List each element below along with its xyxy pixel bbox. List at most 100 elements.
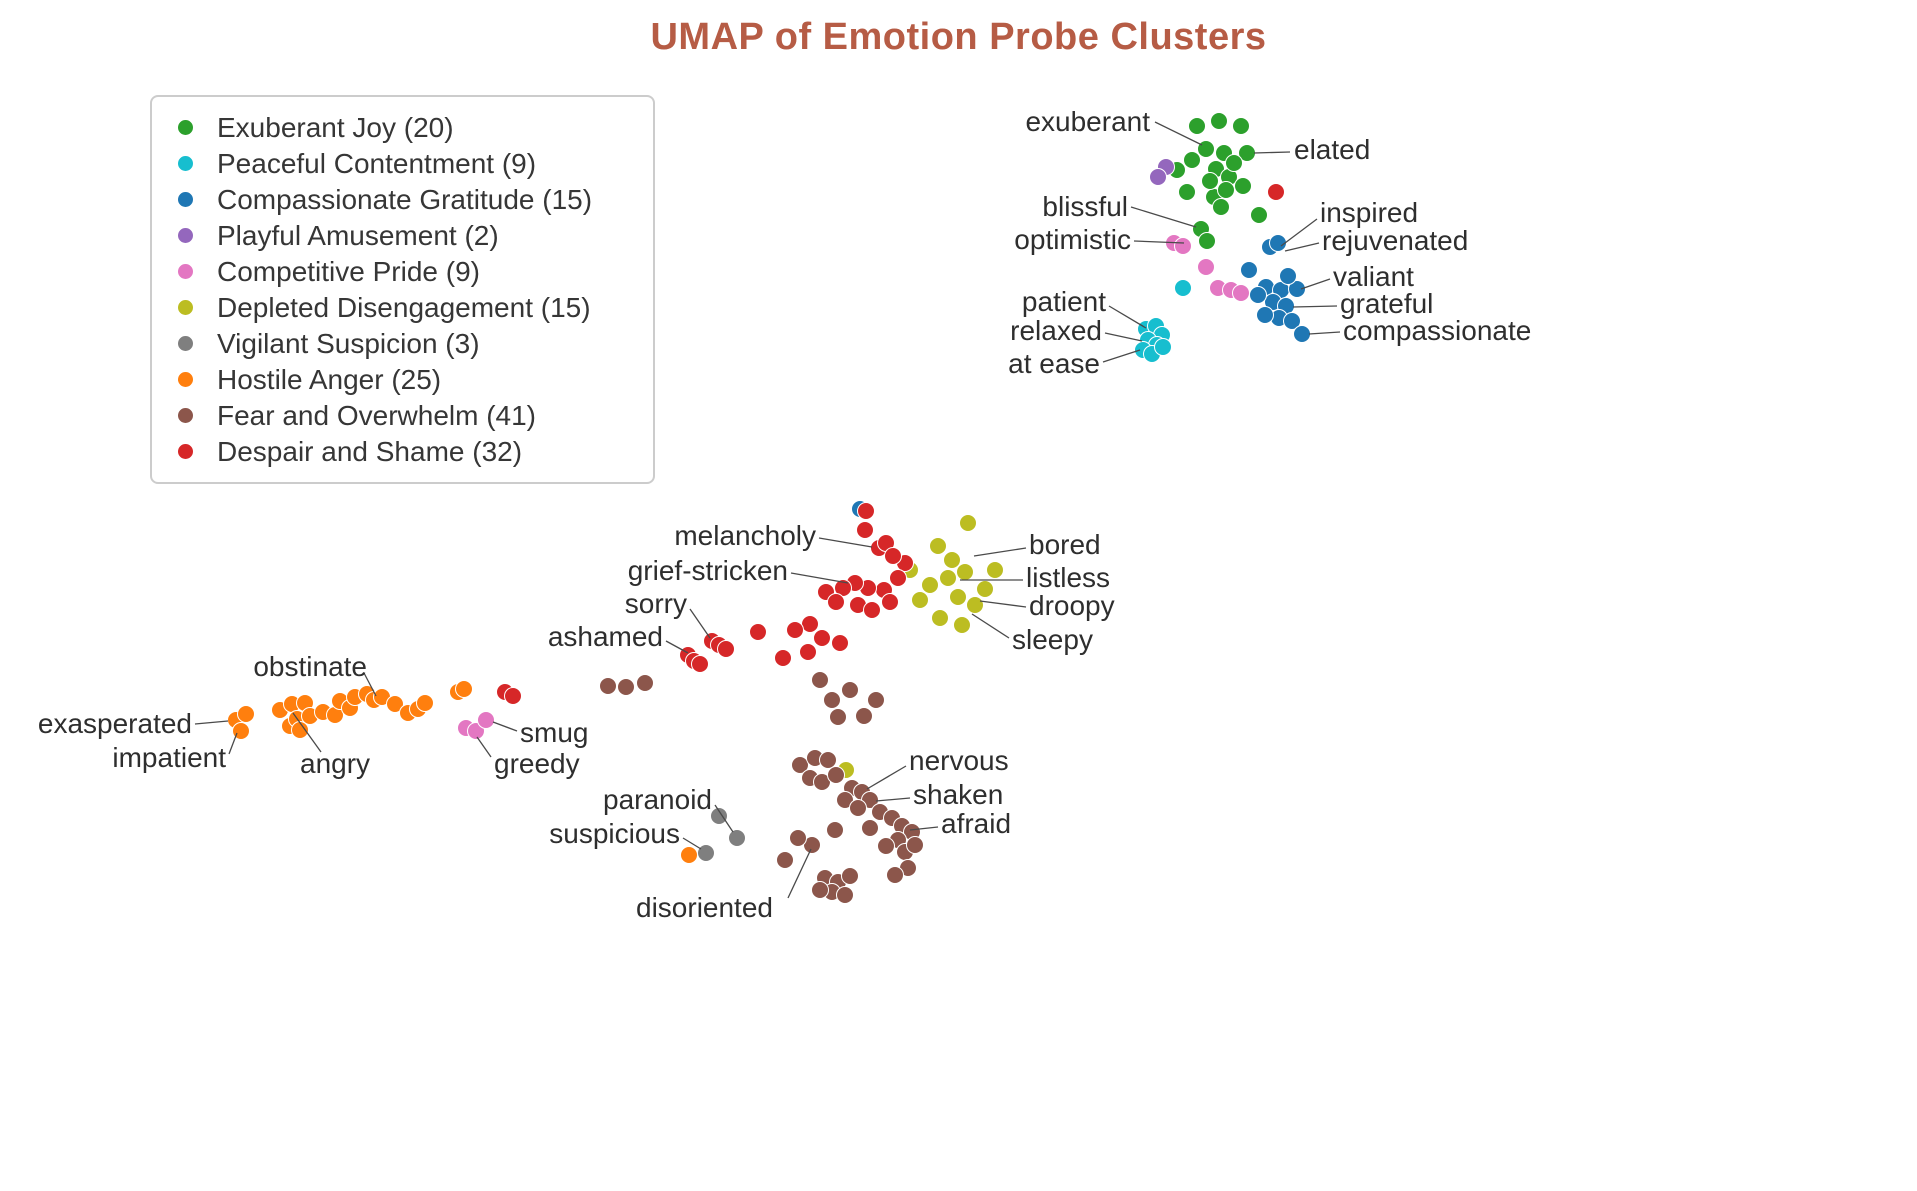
annotation-rejuvenated: rejuvenated	[1322, 225, 1468, 256]
leader-line-melancholy	[818, 537, 873, 548]
point-despair-and-shame	[863, 601, 881, 619]
leader-line-sorry	[689, 608, 711, 639]
point-depleted-disengagement	[921, 576, 939, 594]
point-fear-and-overwhelm	[811, 671, 829, 689]
point-peaceful-contentment	[1174, 279, 1192, 297]
point-despair-and-shame	[856, 521, 874, 539]
legend-item-1: Peaceful Contentment (9)	[178, 148, 627, 179]
point-peaceful-contentment	[1154, 338, 1172, 356]
legend-dot	[178, 264, 193, 279]
point-fear-and-overwhelm	[826, 821, 844, 839]
point-depleted-disengagement	[939, 569, 957, 587]
point-hostile-anger	[291, 721, 309, 739]
legend-item-2: Compassionate Gratitude (15)	[178, 183, 627, 215]
legend-item-6: Vigilant Suspicion (3)	[178, 328, 627, 359]
annotation-blissful: blissful	[1042, 191, 1128, 222]
annotation-sleepy: sleepy	[1012, 624, 1093, 655]
annotation-nervous: nervous	[909, 745, 1009, 776]
point-fear-and-overwhelm	[823, 691, 841, 709]
annotation-listless: listless	[1026, 562, 1110, 593]
point-vigilant-suspicion	[728, 829, 746, 847]
point-depleted-disengagement	[966, 596, 984, 614]
point-fear-and-overwhelm	[836, 791, 854, 809]
point-fear-and-overwhelm	[617, 678, 635, 696]
leader-line-compassionate	[1308, 331, 1341, 335]
legend-dot	[178, 444, 193, 459]
legend-item-8: Fear and Overwhelm (41)	[178, 399, 627, 431]
leader-line-patient	[1108, 305, 1147, 329]
point-fear-and-overwhelm	[855, 707, 873, 725]
annotation-at-ease: at ease	[1008, 348, 1100, 379]
legend-item-7: Hostile Anger (25)	[178, 364, 627, 395]
leader-line-optimistic	[1133, 240, 1185, 244]
leader-line-droopy	[979, 600, 1027, 608]
annotation-elated: elated	[1294, 134, 1370, 165]
leader-line-shaken	[875, 797, 911, 802]
point-depleted-disengagement	[931, 609, 949, 627]
leader-line-sleepy	[971, 613, 1010, 639]
leader-line-ashamed	[665, 640, 689, 654]
point-hostile-anger	[386, 695, 404, 713]
leader-line-bored	[973, 547, 1027, 557]
point-playful-amusement	[1149, 168, 1167, 186]
legend-dot	[178, 336, 193, 351]
point-depleted-disengagement	[953, 616, 971, 634]
leader-line-elated	[1253, 151, 1291, 154]
leader-line-grief-stricken	[790, 572, 849, 584]
annotation-compassionate: compassionate	[1343, 315, 1531, 346]
point-fear-and-overwhelm	[836, 886, 854, 904]
leader-line-obstinate	[363, 672, 377, 697]
point-competitive-pride	[1174, 237, 1192, 255]
point-depleted-disengagement	[949, 588, 967, 606]
point-fear-and-overwhelm	[849, 799, 867, 817]
legend-dot	[178, 300, 193, 315]
point-fear-and-overwhelm	[886, 866, 904, 884]
leader-line-suspicious	[682, 837, 702, 850]
leader-line-exasperated	[194, 720, 229, 725]
leader-line-inspired	[1280, 218, 1318, 247]
legend-label: Exuberant Joy (20)	[217, 111, 454, 143]
legend-item-3: Playful Amusement (2)	[178, 220, 627, 251]
leader-line-at-ease	[1102, 349, 1141, 363]
point-despair-and-shame	[831, 634, 849, 652]
point-fear-and-overwhelm	[819, 751, 837, 769]
annotation-grateful: grateful	[1340, 288, 1433, 319]
legend-label: Fear and Overwhelm (41)	[217, 399, 537, 431]
point-despair-and-shame	[799, 643, 817, 661]
point-exuberant-joy	[1178, 183, 1196, 201]
point-fear-and-overwhelm	[776, 851, 794, 869]
annotation-obstinate: obstinate	[253, 651, 367, 682]
point-depleted-disengagement	[956, 563, 974, 581]
point-despair-and-shame	[881, 593, 899, 611]
annotation-disoriented: disoriented	[636, 892, 773, 923]
annotation-patient: patient	[1022, 286, 1106, 317]
point-fear-and-overwhelm	[841, 867, 859, 885]
point-despair-and-shame	[801, 615, 819, 633]
legend-item-0: Exuberant Joy (20)	[178, 111, 627, 143]
point-depleted-disengagement	[986, 561, 1004, 579]
annotation-grief-stricken: grief-stricken	[628, 555, 788, 586]
legend-dot	[178, 120, 193, 135]
point-exuberant-joy	[1225, 154, 1243, 172]
point-hostile-anger	[416, 694, 434, 712]
point-exuberant-joy	[1183, 151, 1201, 169]
point-exuberant-joy	[1217, 181, 1235, 199]
leader-line-paranoid	[714, 804, 734, 833]
annotation-afraid: afraid	[941, 808, 1011, 839]
annotation-shaken: shaken	[913, 779, 1003, 810]
point-despair-and-shame	[786, 621, 804, 639]
point-vigilant-suspicion	[697, 844, 715, 862]
annotation-bored: bored	[1029, 529, 1101, 560]
legend-label: Compassionate Gratitude (15)	[217, 183, 593, 215]
point-despair-and-shame	[504, 687, 522, 705]
point-exuberant-joy	[1234, 177, 1252, 195]
point-depleted-disengagement	[929, 537, 947, 555]
annotation-suspicious: suspicious	[549, 818, 680, 849]
annotation-exasperated: exasperated	[38, 708, 192, 739]
legend-dot	[178, 192, 193, 207]
annotation-angry: angry	[300, 748, 370, 779]
leader-line-afraid	[909, 826, 939, 831]
leader-line-blissful	[1130, 206, 1197, 228]
